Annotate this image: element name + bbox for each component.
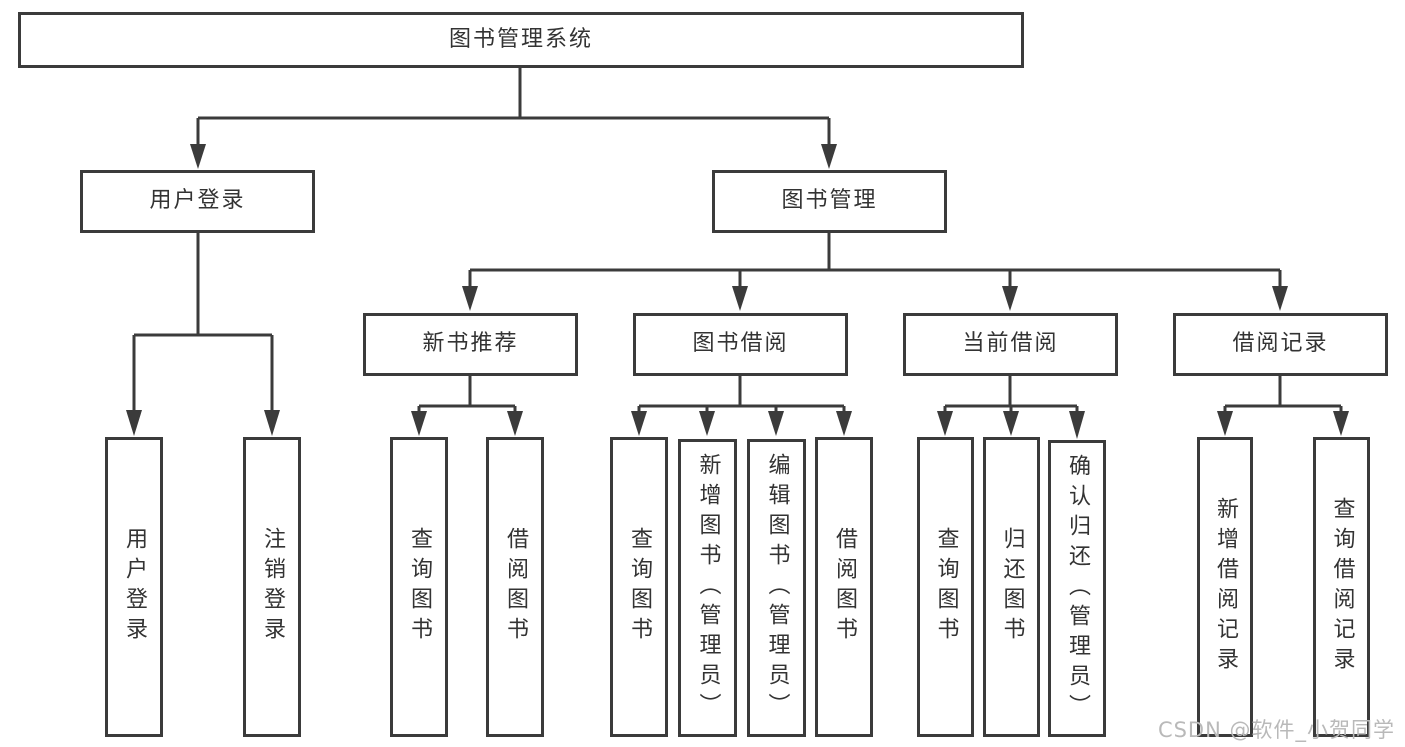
node-records-query-record: 查询借阅记录 [1313,437,1370,737]
node-current-query-books: 查询图书 [917,437,974,737]
node-records-add-record: 新增借阅记录 [1197,437,1253,737]
connector-borrowing-records-children [1217,376,1349,436]
node-borrowing-records: 借阅记录 [1173,313,1388,376]
node-borrowing-add-books-admin: 新增图书（管理员） [678,439,737,737]
node-recommend-query-books: 查询图书 [390,437,448,737]
watermark: CSDN @软件_小贺同学 [1157,718,1395,742]
node-borrowing-borrow-books: 借阅图书 [815,437,873,737]
connector-book-management-children [462,233,1288,311]
node-new-book-recommend: 新书推荐 [363,313,578,376]
arrow-down-icon [1069,411,1085,439]
arrow-down-icon [1333,411,1349,436]
node-current-borrowing: 当前借阅 [903,313,1118,376]
connector-user-login-children [126,233,280,436]
connector-new-book-children [411,376,523,436]
arrow-down-icon [821,144,837,169]
arrow-down-icon [462,286,478,311]
arrow-down-icon [1002,286,1018,311]
node-recommend-borrow-books: 借阅图书 [486,437,544,737]
arrow-down-icon [699,411,715,436]
connector-current-borrowing-children [937,376,1085,439]
node-current-return-books: 归还图书 [983,437,1040,737]
arrow-down-icon [1003,411,1019,436]
arrow-down-icon [411,411,427,436]
arrow-down-icon [1217,411,1233,436]
node-logout: 注销登录 [243,437,301,737]
node-book-borrowing: 图书借阅 [633,313,848,376]
arrow-down-icon [631,411,647,436]
arrow-down-icon [507,411,523,436]
connector-root-to-level2 [190,68,837,169]
node-library-management-system: 图书管理系统 [18,12,1024,68]
arrow-down-icon [1272,286,1288,311]
connector-book-borrowing-children [631,376,852,436]
arrow-down-icon [264,410,280,436]
node-current-confirm-return-admin: 确认归还（管理员） [1048,440,1106,737]
arrow-down-icon [732,286,748,311]
node-borrowing-edit-books-admin: 编辑图书（管理员） [747,439,806,737]
arrow-down-icon [937,411,953,436]
node-book-management: 图书管理 [712,170,947,233]
arrow-down-icon [190,144,206,169]
arrow-down-icon [836,411,852,436]
node-user-login-group: 用户登录 [80,170,315,233]
node-borrowing-query-books: 查询图书 [610,437,668,737]
arrow-down-icon [126,410,142,436]
arrow-down-icon [768,411,784,436]
node-user-login: 用户登录 [105,437,163,737]
